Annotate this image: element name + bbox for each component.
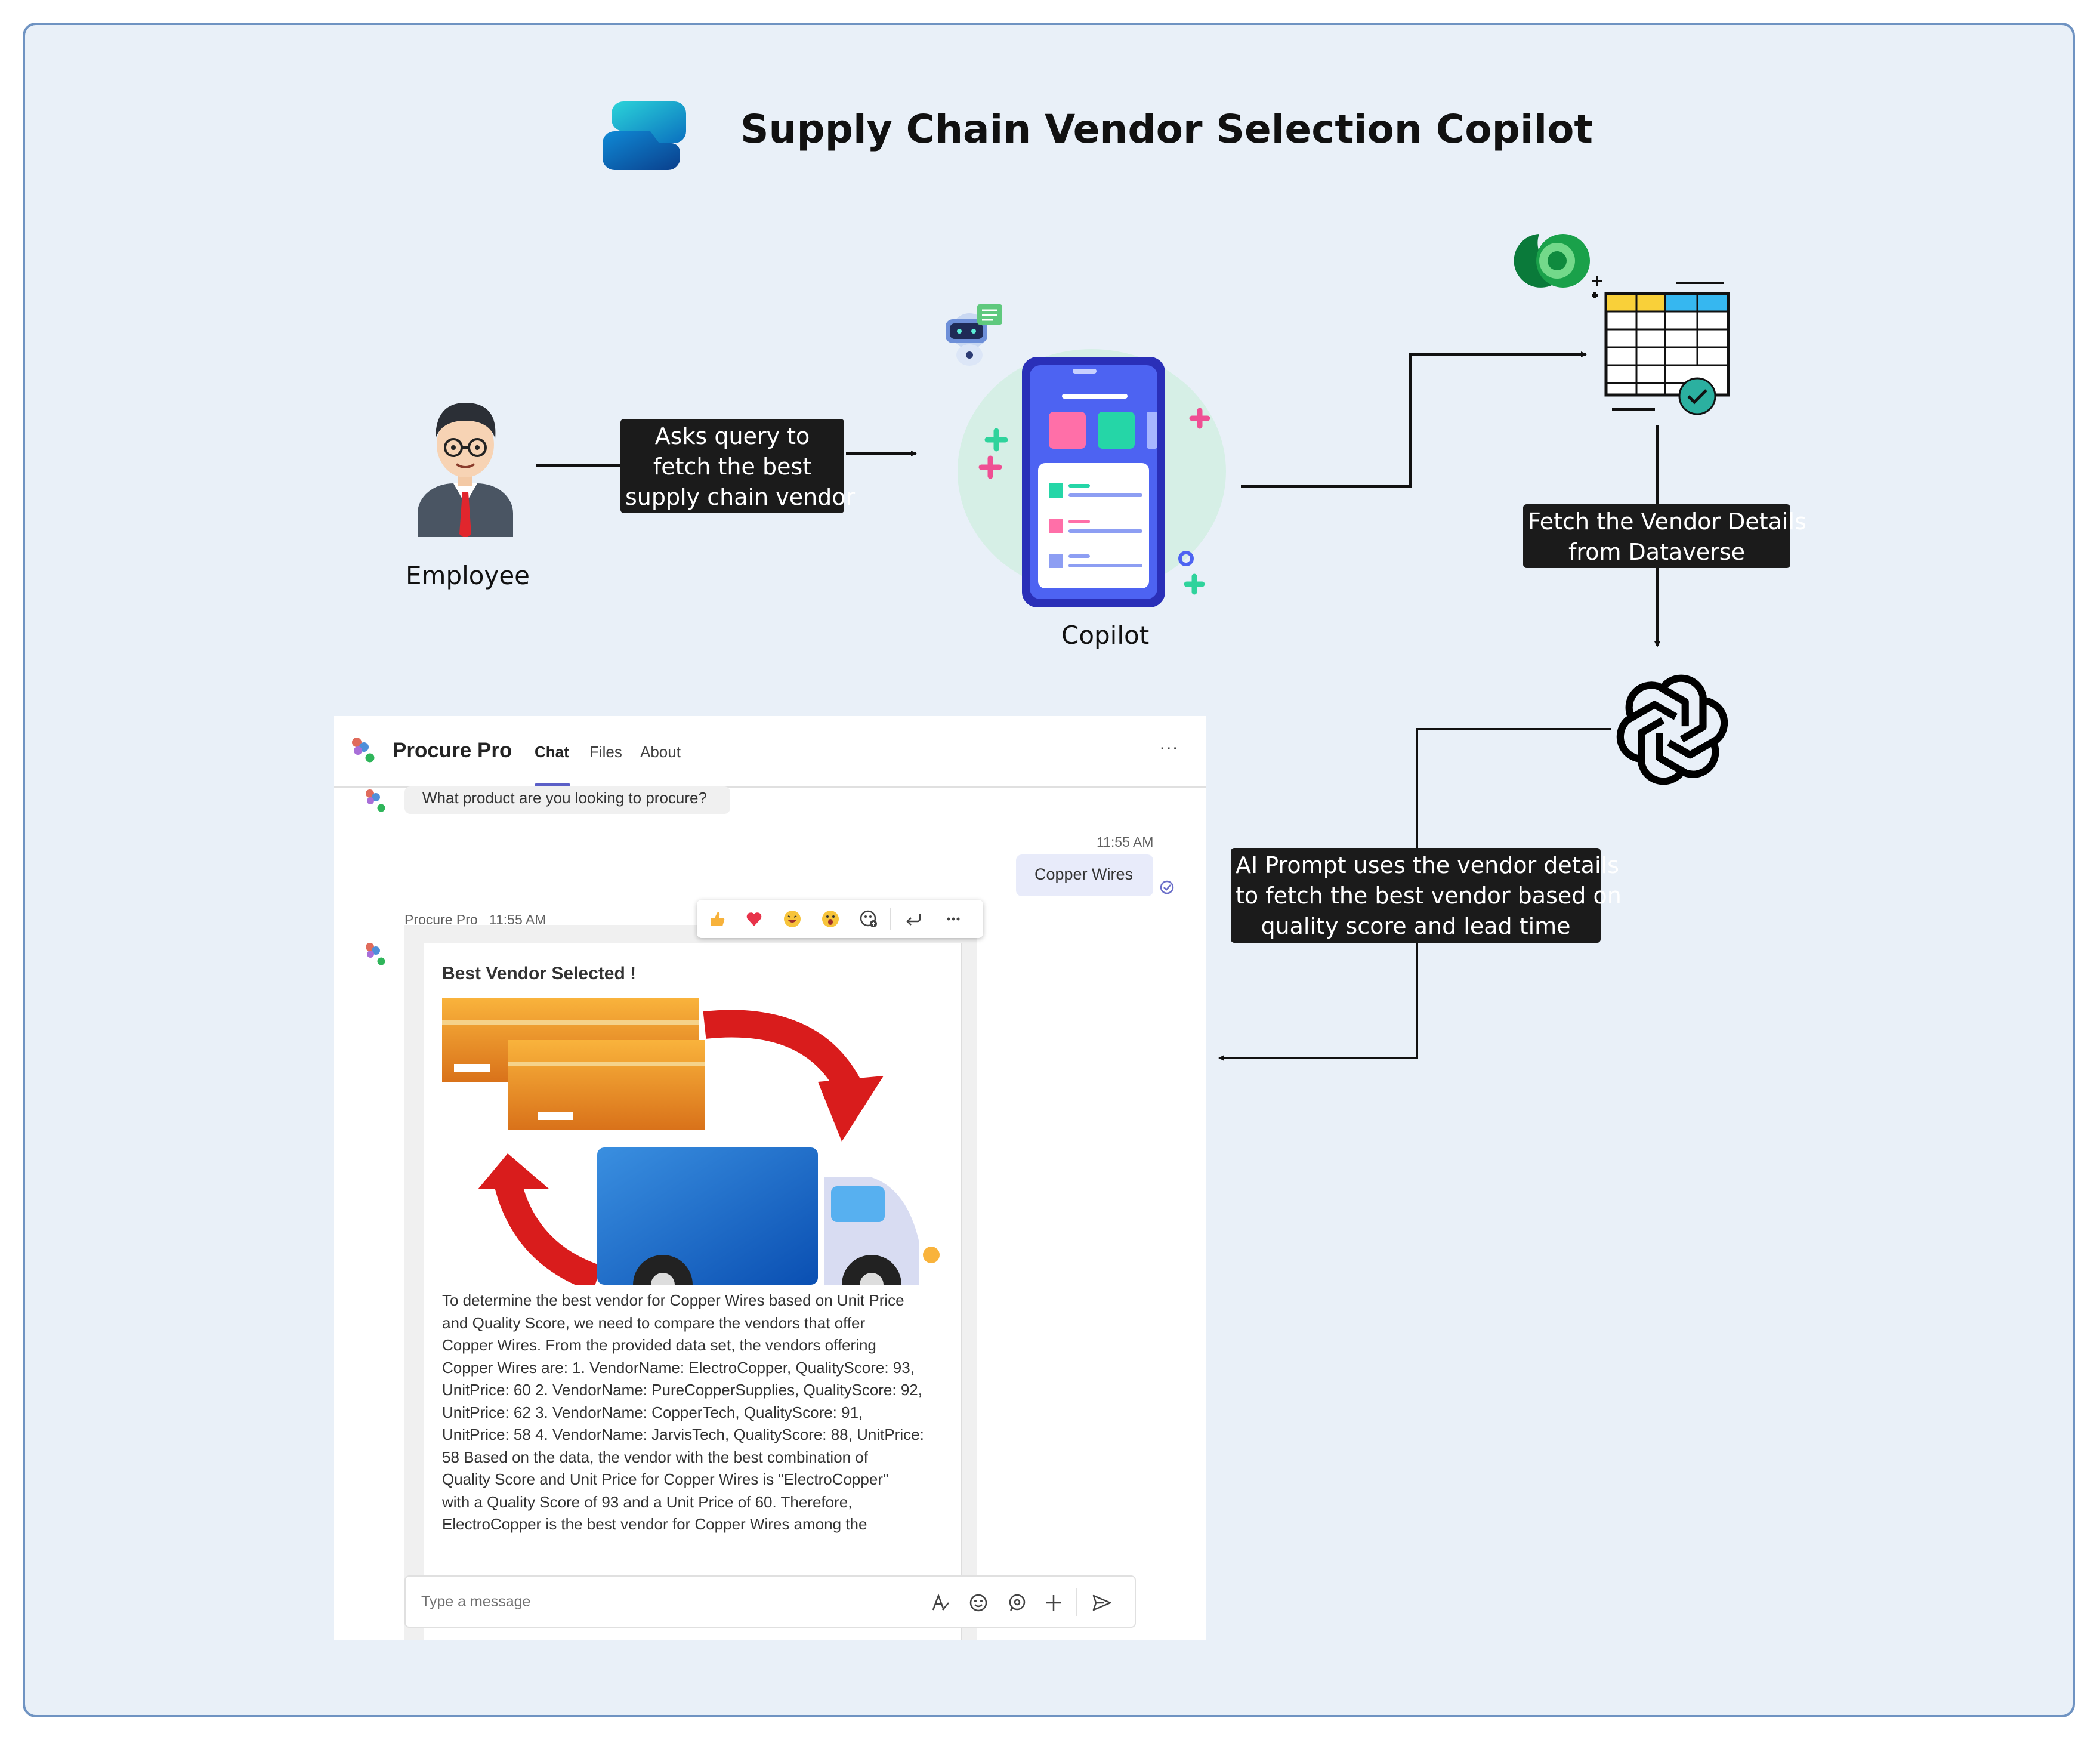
emoji-icon[interactable] [969, 1593, 988, 1612]
edge-label-line: AI Prompt uses the vendor details [1236, 852, 1619, 878]
compose-divider [1076, 1588, 1077, 1616]
edge-label-ai-prompt: AI Prompt uses the vendor details to fet… [1231, 848, 1622, 943]
surprised-reaction-icon[interactable] [821, 909, 840, 928]
bot-avatar-icon [366, 789, 387, 814]
laugh-reaction-icon[interactable] [783, 909, 802, 928]
app-name: Procure Pro [393, 739, 512, 762]
edge-label-line: quality score and lead time [1261, 913, 1571, 939]
card-text-line: ElectroCopper is the best vendor for Cop… [442, 1515, 867, 1533]
procure-pro-app-icon [352, 738, 376, 764]
active-tab-indicator [535, 783, 570, 786]
edge-label-line: to fetch the best vendor based on [1236, 883, 1622, 909]
card-text-line: UnitPrice: 62 3. VendorName: CopperTech,… [442, 1403, 863, 1421]
card-text-line: UnitPrice: 58 4. VendorName: JarvisTech,… [442, 1426, 924, 1443]
bot-avatar-icon [366, 943, 387, 967]
add-reaction-icon[interactable] [859, 909, 878, 928]
teams-chat-window: Procure Pro Chat Files About ··· What pr… [334, 716, 1206, 1640]
user-message-time: 11:55 AM [1097, 834, 1154, 850]
edge-label-line: fetch the best [653, 454, 812, 480]
copilot-phone-icon [946, 304, 1226, 607]
bot-question-text: What product are you looking to procure? [422, 789, 707, 807]
header-divider [334, 786, 1206, 788]
employee-label: Employee [406, 561, 530, 590]
bot-question-bubble: What product are you looking to procure? [404, 786, 730, 814]
vendor-illustration-icon [442, 998, 940, 1285]
diagram-title: Supply Chain Vendor Selection Copilot [740, 106, 1593, 152]
tab-about[interactable]: About [640, 743, 681, 761]
card-text-line: Quality Score and Unit Price for Copper … [442, 1470, 889, 1488]
compose-box[interactable]: Type a message [404, 1575, 1136, 1628]
bot-sender-name: Procure Pro [404, 912, 478, 927]
card-text-line: To determine the best vendor for Copper … [442, 1291, 904, 1309]
adaptive-card: Best Vendor Selected ! To determine the … [424, 943, 962, 1640]
more-options-button[interactable]: ··· [1159, 736, 1178, 758]
card-title: Best Vendor Selected ! [442, 964, 637, 983]
bot-reply-meta: Procure Pro 11:55 AM [404, 912, 546, 928]
card-text-line: UnitPrice: 60 2. VendorName: PureCopperS… [442, 1381, 922, 1399]
copilot-studio-logo-icon [603, 101, 686, 170]
bot-reply-time: 11:55 AM [489, 912, 546, 927]
openai-logo-icon [1611, 667, 1734, 792]
reaction-divider [890, 908, 891, 930]
user-message-bubble: Copper Wires [1016, 854, 1153, 896]
compose-placeholder[interactable]: Type a message [421, 1593, 531, 1610]
card-text-line: 58 Based on the data, the vendor with th… [442, 1448, 869, 1466]
tab-files[interactable]: Files [589, 743, 622, 761]
message-seen-icon [1160, 880, 1174, 894]
user-message-text: Copper Wires [1034, 865, 1134, 883]
card-text-line: with a Quality Score of 93 and a Unit Pr… [442, 1492, 853, 1511]
employee-avatar-icon [418, 403, 513, 537]
send-icon[interactable] [1092, 1593, 1112, 1612]
like-reaction-icon[interactable] [708, 909, 727, 928]
arrow-copilot-to-dataverse [1241, 351, 1587, 488]
edge-label-line: from Dataverse [1568, 539, 1745, 565]
data-table-icon [1592, 276, 1730, 415]
edge-label-line: Fetch the Vendor Details [1528, 508, 1806, 535]
loop-icon[interactable] [1007, 1593, 1026, 1612]
edge-label-ask-query: Asks query to fetch the best supply chai… [620, 419, 856, 513]
edge-label-fetch-vendor: Fetch the Vendor Details from Dataverse [1523, 504, 1806, 568]
arrow-openai-to-label [1416, 728, 1611, 848]
edge-label-line: Asks query to [654, 423, 810, 449]
reaction-bar [697, 900, 983, 938]
arrow-label-to-teams [1218, 943, 1418, 1061]
card-text-line: Copper Wires are: 1. VendorName: Electro… [442, 1358, 915, 1377]
dataverse-logo-icon [1514, 234, 1590, 288]
card-body-text: To determine the best vendor for Copper … [442, 1289, 924, 1536]
card-text-line: Copper Wires. From the provided data set… [442, 1336, 876, 1354]
heart-reaction-icon[interactable] [745, 909, 764, 928]
plus-icon[interactable] [1044, 1593, 1063, 1612]
card-text-line: and Quality Score, we need to compare th… [442, 1313, 866, 1332]
tab-chat[interactable]: Chat [535, 743, 569, 761]
more-actions-icon[interactable] [944, 909, 963, 928]
reply-icon[interactable] [904, 909, 924, 928]
copilot-label: Copilot [1061, 621, 1150, 650]
edge-label-line: supply chain vendor [625, 484, 856, 510]
format-icon[interactable] [931, 1593, 951, 1612]
